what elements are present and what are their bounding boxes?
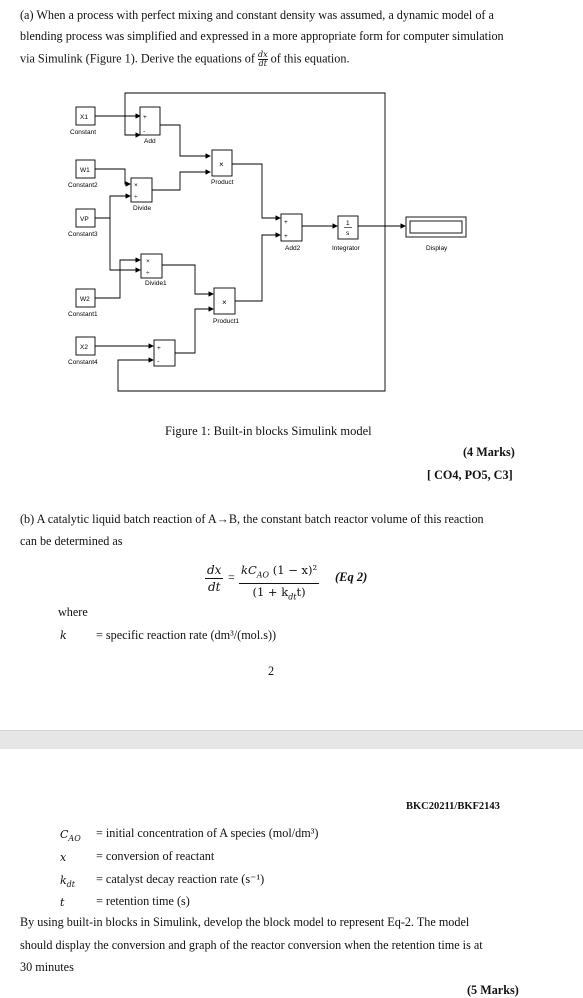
eq-rhs-den-sub: dt	[288, 592, 297, 602]
divide1-label: Divide1	[145, 280, 167, 287]
integrator-denominator: s	[346, 230, 350, 237]
eq-rhs-den-rest: t)	[296, 585, 306, 600]
marks-b: (5 Marks)	[467, 983, 519, 997]
def-symbol-cao: CAO	[60, 827, 81, 846]
def-symbol-t: t	[60, 896, 65, 909]
where-label: where	[58, 605, 88, 619]
constant3-value: VP	[80, 216, 89, 223]
def-symbol-x: x	[60, 851, 67, 864]
course-code-header: BKC20211/BKF2143	[406, 801, 500, 812]
constant1-block	[75, 288, 96, 308]
display-label: Display	[426, 245, 448, 252]
question-b-body-line-1: By using built-in blocks in Simulink, de…	[20, 915, 470, 929]
def-symbol-kdt-sub: dt	[66, 880, 76, 890]
eq-rhs-den-base: (1 + k	[252, 585, 289, 600]
co-po-tag-a: [ CO4, PO5, C3]	[427, 468, 513, 482]
eq-rhs-denominator: (1 + kdtt)	[239, 584, 319, 605]
divide1-times-sign: ×	[146, 258, 150, 265]
equation-2: dx dt = kCAO (1 − x)² (1 + kdtt) (Eq 2)	[205, 562, 385, 602]
def-symbol-cao-sub: AO	[68, 834, 81, 844]
question-b-line-2: can be determined as	[20, 534, 123, 548]
question-a-line-3-post: of this equation.	[270, 51, 350, 66]
def-symbol-kdt: kdt	[60, 873, 75, 892]
add2-plus-sign: +	[284, 219, 288, 226]
eq-rhs-num-base: kC	[241, 563, 257, 577]
divide-block	[130, 177, 153, 203]
def-text-x: = conversion of reactant	[96, 849, 215, 863]
def-text-kdt: = catalyst decay reaction rate (s⁻¹)	[96, 872, 265, 886]
add1-plus-sign: +	[157, 345, 161, 352]
constant2-value: W1	[80, 167, 90, 174]
page-break-gap	[0, 730, 583, 750]
divide1-block	[140, 253, 163, 279]
add-block	[139, 106, 161, 136]
add2-label: Add2	[285, 245, 301, 252]
constant-block	[75, 106, 96, 126]
def-symbol-cao-base: C	[60, 828, 69, 841]
product1-sign: ×	[222, 298, 227, 307]
document-page-2: BKC20211/BKF2143 CAO = initial concentra…	[0, 749, 583, 997]
eq-lhs-numerator: dx	[205, 563, 224, 579]
def-text-cao: = initial concentration of A species (mo…	[96, 826, 319, 840]
frac-denominator: dt	[258, 59, 267, 68]
frac-numerator: dx	[257, 50, 268, 60]
dx-dt-fraction: dx dt	[257, 50, 268, 68]
simulink-diagram: X1 Constant W1 Constant2 VP Constant3 W2…	[68, 92, 467, 392]
eq-tag: (Eq 2)	[335, 570, 368, 584]
add1-minus-sign: -	[157, 358, 159, 365]
constant3-label: Constant3	[68, 231, 98, 238]
question-a-line-1: (a) When a process with perfect mixing a…	[20, 8, 494, 22]
question-b-body-line-3: 30 minutes	[20, 960, 74, 974]
eq-equals: =	[228, 570, 235, 584]
k-definition: = specific reaction rate (dm³/(mol.s))	[96, 628, 277, 642]
add-plus-sign: +	[143, 114, 147, 121]
constant-value: X1	[80, 114, 88, 121]
question-a-line-3-pre: via Simulink (Figure 1). Derive the equa…	[20, 51, 255, 66]
def-symbol-kdt-base: k	[60, 874, 67, 887]
eq-lhs-denominator: dt	[207, 580, 221, 594]
def-text-t: = retention time (s)	[96, 894, 190, 908]
figure-caption: Figure 1: Built-in blocks Simulink model	[165, 424, 372, 438]
document-page-1: (a) When a process with perfect mixing a…	[20, 8, 515, 678]
constant4-label: Constant4	[68, 359, 98, 366]
product-block	[211, 149, 233, 177]
question-a-line-2: blending process was simplified and expr…	[20, 29, 504, 43]
constant1-label: Constant1	[68, 311, 98, 318]
integrator-label: Integrator	[332, 245, 361, 252]
add-minus-sign: -	[143, 128, 145, 135]
constant4-value: X2	[80, 344, 88, 351]
constant3-block	[75, 208, 96, 228]
question-a-line-3: via Simulink (Figure 1). Derive the equa…	[20, 51, 350, 68]
product-label: Product	[211, 179, 234, 186]
question-b-line-1: (b) A catalytic liquid batch reaction of…	[20, 512, 484, 526]
eq-rhs-numerator: kCAO (1 − x)²	[239, 562, 320, 585]
k-symbol: k	[60, 629, 67, 642]
constant-label: Constant	[70, 129, 96, 136]
eq-rhs-num-rest: (1 − x)²	[272, 563, 318, 577]
constant2-block	[75, 159, 96, 179]
display-inner-window	[409, 220, 463, 234]
eq-rhs-num-sub: AO	[256, 570, 270, 580]
divide-divide-sign: ÷	[134, 194, 138, 201]
divide-label: Divide	[133, 205, 151, 212]
product1-label: Product1	[213, 318, 239, 325]
add1-block	[153, 339, 176, 367]
question-b-body-line-2: should display the conversion and graph …	[20, 938, 483, 952]
constant4-block	[75, 336, 96, 356]
product1-block	[213, 287, 236, 315]
constant1-value: W2	[80, 296, 90, 303]
constant2-label: Constant2	[68, 182, 98, 189]
add2-block	[280, 213, 303, 242]
page-number: 2	[268, 664, 275, 678]
product-sign: ×	[219, 160, 224, 169]
eq-lhs-fraction: dx dt	[205, 562, 224, 595]
divide-times-sign: ×	[134, 182, 138, 189]
eq-rhs-fraction: kCAO (1 − x)² (1 + kdtt)	[239, 562, 320, 606]
add-label: Add	[144, 138, 156, 145]
divide1-divide-sign: ÷	[146, 270, 150, 277]
marks-a: (4 Marks)	[463, 445, 515, 459]
integrator-numerator: 1	[346, 220, 350, 227]
add2-plus-sign-2: +	[284, 233, 288, 240]
